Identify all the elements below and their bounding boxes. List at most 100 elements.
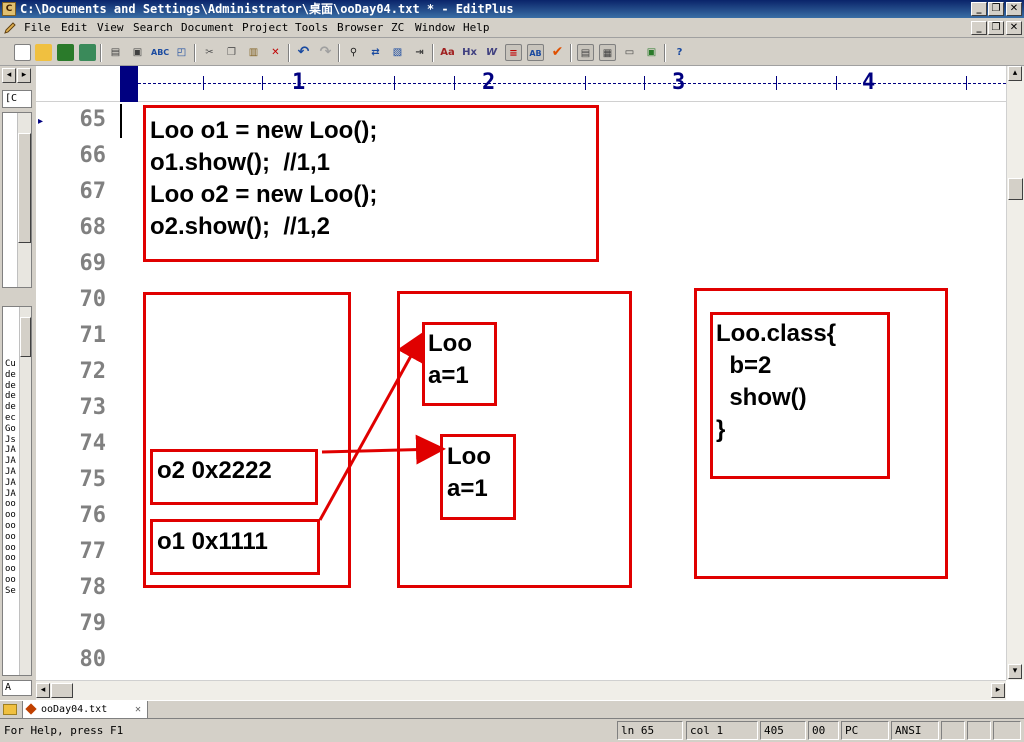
folder-icon bbox=[3, 704, 17, 715]
status-help-text: For Help, press F1 bbox=[4, 724, 124, 737]
folder-tree[interactable] bbox=[2, 112, 32, 288]
paste-icon[interactable]: ▥ bbox=[248, 47, 259, 58]
menu-search[interactable]: Search bbox=[133, 21, 173, 34]
toolbar: ▤ ▣ ABC ◰ ✂ ❐ ▥ ✕ ↶ ↷ ⚲ ⇄ ▧ ⇥ Aa Hx W ≡ … bbox=[0, 40, 1024, 66]
font-icon[interactable]: Aa bbox=[440, 47, 455, 58]
redo-icon[interactable]: ↷ bbox=[319, 44, 332, 60]
file-list-item[interactable]: oo bbox=[5, 542, 16, 553]
scroll-right-button[interactable]: ▸ bbox=[991, 683, 1005, 698]
help-icon[interactable]: ? bbox=[676, 47, 683, 58]
tab-close-icon[interactable]: ✕ bbox=[135, 704, 142, 715]
save-icon[interactable] bbox=[57, 44, 74, 61]
file-list-item[interactable]: JA bbox=[5, 467, 16, 477]
editor-horizontal-scrollbar[interactable]: ◂ ▸ bbox=[36, 680, 1006, 700]
stack-var-o1-label: o1 0x1111 bbox=[157, 528, 268, 555]
copy-icon[interactable]: ❐ bbox=[227, 47, 236, 58]
file-list-item[interactable]: oo bbox=[5, 499, 16, 510]
undo-icon[interactable]: ↶ bbox=[297, 44, 310, 60]
file-list-item[interactable]: JA bbox=[5, 456, 16, 467]
line-number-icon[interactable]: AB bbox=[527, 44, 544, 61]
check-icon[interactable]: ✔ bbox=[551, 44, 564, 60]
file-list-item[interactable]: oo bbox=[5, 510, 16, 521]
file-filter-select[interactable]: A bbox=[2, 680, 32, 696]
editor-hscroll-thumb[interactable] bbox=[51, 683, 73, 698]
file-list-item[interactable]: ec bbox=[5, 413, 16, 423]
file-list-item[interactable]: oo bbox=[5, 531, 16, 542]
file-list-item[interactable]: oo bbox=[5, 575, 16, 585]
find-icon[interactable]: ⚲ bbox=[349, 47, 358, 58]
drive-select[interactable]: [C bbox=[2, 90, 32, 108]
scroll-left-button[interactable]: ◂ bbox=[36, 683, 50, 698]
menu-help[interactable]: Help bbox=[463, 21, 490, 34]
menu-file[interactable]: File bbox=[24, 21, 51, 34]
doc-restore-button[interactable]: ❐ bbox=[988, 21, 1004, 35]
tab-ooday04[interactable]: ooDay04.txt ✕ bbox=[22, 701, 148, 719]
file-list-item[interactable]: de bbox=[5, 380, 16, 391]
editor-vertical-scrollbar[interactable]: ▴ ▾ bbox=[1006, 66, 1024, 680]
menu-edit[interactable]: Edit bbox=[61, 21, 88, 34]
panel-next-button[interactable]: ▸ bbox=[17, 68, 31, 83]
full-screen-icon[interactable]: ▣ bbox=[646, 47, 657, 58]
toggle-output-icon[interactable]: ▭ bbox=[624, 47, 635, 58]
maximize-button[interactable]: ❐ bbox=[988, 2, 1004, 16]
print-icon[interactable]: ▣ bbox=[132, 47, 143, 58]
menu-browser[interactable]: Browser bbox=[337, 21, 384, 34]
print-preview-icon[interactable]: ▤ bbox=[110, 47, 121, 58]
file-list-item[interactable]: de bbox=[5, 369, 16, 380]
word-wrap-icon[interactable]: W bbox=[485, 47, 498, 58]
file-list-item[interactable]: oo bbox=[5, 553, 16, 564]
replace-icon[interactable]: ⇄ bbox=[371, 47, 380, 58]
ruler-icon[interactable]: ≡ bbox=[505, 44, 522, 61]
file-list-item[interactable]: de bbox=[5, 402, 16, 413]
spell-check-icon[interactable]: ABC bbox=[151, 48, 170, 57]
folder-tree-scroll-thumb[interactable] bbox=[18, 133, 31, 243]
go-to-icon[interactable]: ▧ bbox=[392, 47, 403, 58]
toolbar-separator bbox=[100, 44, 102, 62]
scroll-up-button[interactable]: ▴ bbox=[1008, 66, 1022, 81]
file-list-item[interactable]: JA bbox=[5, 445, 16, 456]
file-list-item[interactable]: de bbox=[5, 391, 16, 402]
save-all-icon[interactable] bbox=[79, 44, 96, 61]
menu-document[interactable]: Document bbox=[181, 21, 234, 34]
doc-close-button[interactable]: ✕ bbox=[1006, 21, 1022, 35]
panel-prev-button[interactable]: ◂ bbox=[2, 68, 16, 83]
open-icon[interactable] bbox=[35, 44, 52, 61]
file-list-item[interactable]: Se bbox=[5, 585, 16, 596]
file-list-item[interactable]: JA bbox=[5, 477, 16, 488]
minimize-button[interactable]: _ bbox=[971, 2, 987, 16]
menu-zc[interactable]: ZC bbox=[391, 21, 405, 34]
indent-icon[interactable]: ⇥ bbox=[415, 47, 424, 58]
scroll-down-button[interactable]: ▾ bbox=[1008, 664, 1022, 679]
file-list-item[interactable]: Cu bbox=[5, 359, 16, 369]
menu-bar: File Edit View Search Document Project T… bbox=[0, 18, 1024, 38]
hex-icon[interactable]: Hx bbox=[462, 47, 477, 58]
file-list-item[interactable]: Go bbox=[5, 423, 16, 434]
delete-icon[interactable]: ✕ bbox=[271, 47, 280, 58]
menu-tools[interactable]: Tools bbox=[295, 21, 329, 34]
cliptext-icon[interactable]: ◰ bbox=[176, 47, 187, 58]
doc-minimize-button[interactable]: _ bbox=[971, 21, 987, 35]
new-file-icon[interactable] bbox=[14, 44, 31, 61]
close-button[interactable]: ✕ bbox=[1006, 2, 1022, 16]
file-list-item[interactable]: oo bbox=[5, 564, 16, 575]
menu-view[interactable]: View bbox=[97, 21, 124, 34]
code-line-4: o2.show(); //1,2 bbox=[150, 213, 331, 240]
file-list-item[interactable]: JA bbox=[5, 488, 16, 499]
editor-scroll-thumb[interactable] bbox=[1008, 178, 1023, 200]
ruler: 1 2 3 4 bbox=[36, 66, 1006, 102]
menu-project[interactable]: Project bbox=[242, 21, 289, 34]
toggle-cliptext-icon[interactable]: ▦ bbox=[599, 44, 616, 61]
toggle-dir-icon[interactable]: ▤ bbox=[577, 44, 594, 61]
cut-icon[interactable]: ✂ bbox=[205, 47, 214, 58]
toolbar-separator bbox=[664, 44, 666, 62]
folder-tree-scrollbar[interactable] bbox=[17, 113, 31, 287]
file-list-item[interactable]: oo bbox=[5, 521, 16, 531]
file-list-scrollbar[interactable] bbox=[19, 307, 31, 675]
menu-window[interactable]: Window bbox=[415, 21, 455, 34]
stack-var-o2-label: o2 0x2222 bbox=[157, 457, 272, 484]
file-list-item[interactable]: Js bbox=[5, 434, 16, 445]
file-list-scroll-thumb[interactable] bbox=[20, 317, 31, 357]
